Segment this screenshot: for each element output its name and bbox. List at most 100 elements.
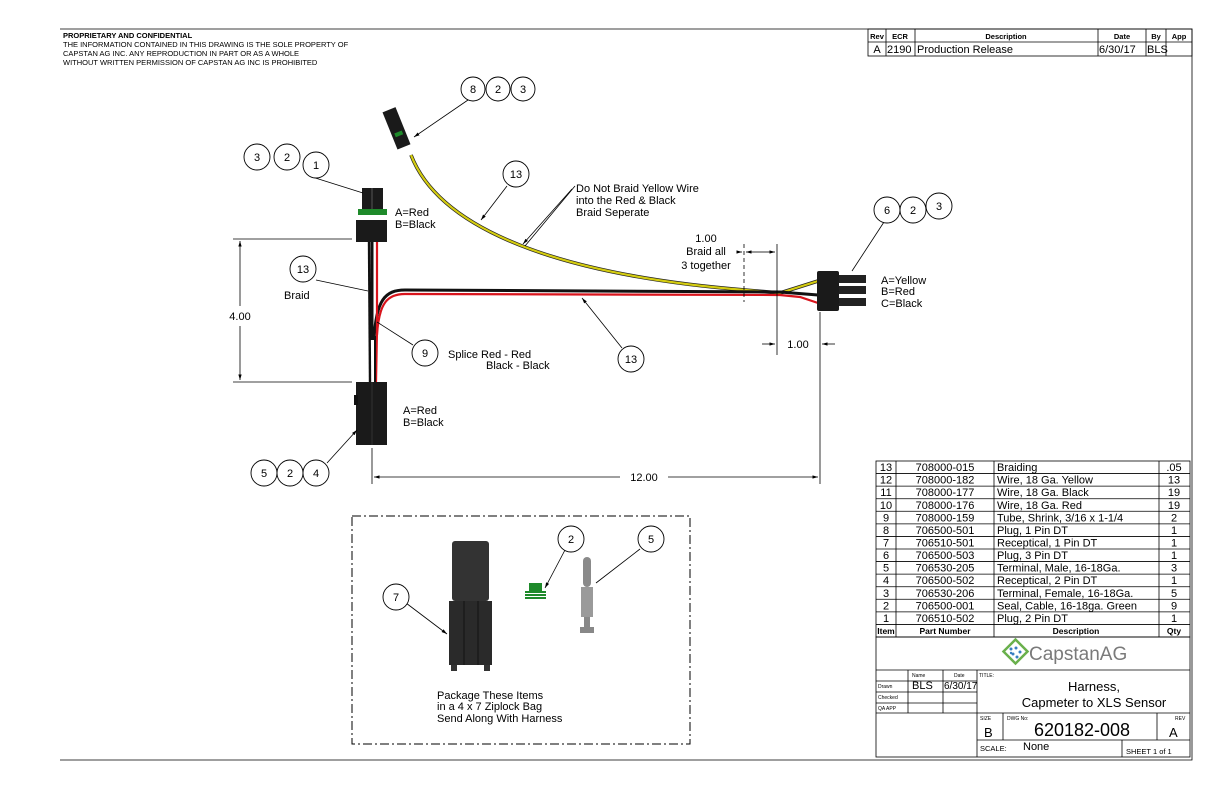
bom-cell: Wire, 18 Ga. Yellow [997,475,1093,487]
name-label: Name [912,673,926,679]
bom-cell: 10 [880,500,892,512]
notice-line: WITHOUT WRITTEN PERMISSION OF CAPSTAN AG… [63,58,318,67]
bom-cell: Plug, 2 Pin DT [997,613,1068,625]
balloon-yellow-braid: 13 [510,169,522,181]
bom-cell: 13 [1168,475,1180,487]
braid-label: Braid [284,290,310,302]
capstan-logo: CapstanAG [1001,637,1127,666]
rev-header-date: Date [1114,32,1130,41]
bom-cell: 13 [880,462,892,474]
rev-date: 6/30/17 [1099,44,1136,56]
rev-header-by: By [1151,32,1161,41]
balloon-pkg-terminal: 5 [648,534,654,546]
bom-cell: Wire, 18 Ga. Red [997,500,1082,512]
sheet-number: SHEET 1 of 1 [1126,747,1172,756]
bom-cell: 5 [1171,588,1177,600]
connector-3pin-plug [817,271,866,311]
bom-cell: Terminal, Female, 16-18Ga. [997,588,1133,600]
terminal-male-part [580,557,594,633]
bom-cell: 7 [883,538,889,550]
rev-header-description: Description [985,32,1027,41]
bom-cell: 706500-503 [916,550,975,562]
rev-label: REV [1175,716,1186,722]
balloon-group-conn8: 8 2 3 [460,76,536,102]
dim-end: 1.00 [787,339,808,351]
braid-all-note: Braid all [686,246,726,258]
bom-header: Part Number [919,626,971,636]
black-wire-drop [367,241,372,383]
bom-cell: Wire, 18 Ga. Black [997,487,1089,499]
dim-vertical: 4.00 [229,311,250,323]
rev-header-rev: Rev [870,32,885,41]
dwg-label: DWG No: [1007,716,1028,722]
bom-cell: 3 [1171,563,1177,575]
balloon: 2 [284,152,290,164]
bom-cell: 1 [1171,525,1177,537]
notice-line: THE INFORMATION CONTAINED IN THIS DRAWIN… [63,40,349,49]
black-wire-main [370,242,819,341]
leader-lines [308,99,885,635]
bom-cell: 708000-159 [916,512,975,524]
bom-cell: 9 [1171,600,1177,612]
bom-cell: 19 [1168,487,1180,499]
conn6-pin-b: B=Red [881,286,915,298]
checked-label: Checked [878,695,898,701]
dimension-lines [233,238,835,484]
rev-ecr: 2190 [887,44,911,56]
bom-cell: 2 [883,600,889,612]
bom-cell: 1 [1171,538,1177,550]
conn1-pin-b: B=Black [395,219,436,231]
bom-cell: 5 [883,563,889,575]
rev-by: BLS [1147,44,1168,56]
logo-text: CapstanAG [1029,644,1127,665]
size-label: SIZE [980,716,992,722]
bom-cell: Braiding [997,462,1037,474]
package-note: Package These Items [437,690,544,702]
bom-cell: 708000-182 [916,475,975,487]
balloon: 6 [884,205,890,217]
braid-all-dim: 1.00 [695,233,716,245]
conn4-pin-a: A=Red [403,405,437,417]
balloon: 3 [520,84,526,96]
drawing-title: Harness, [1068,679,1120,694]
balloon-group-conn1: 3 2 1 [243,143,330,179]
connector-1pin-plug [382,107,411,150]
yellow-note: into the Red & Black [576,195,676,207]
drawn-name: BLS [912,680,933,692]
bom-cell: Plug, 1 Pin DT [997,525,1068,537]
bom-cell: 706500-501 [916,525,975,537]
bom-cell: 1 [883,613,889,625]
bom-header: Item [877,626,895,636]
package-note: in a 4 x 7 Ziplock Bag [437,701,542,713]
yellow-note: Do Not Braid Yellow Wire [576,183,699,195]
bom-cell: Seal, Cable, 16-18ga. Green [997,600,1137,612]
title-label: TITLE: [979,673,994,679]
balloon: 3 [936,201,942,213]
balloon: 4 [313,468,319,480]
package-box [351,515,691,745]
rev-value: A [1169,725,1178,740]
balloon-left-braid: 13 [297,264,309,276]
bom-cell: 1 [1171,613,1177,625]
bom-cell: 708000-176 [916,500,975,512]
bom-cell: 708000-015 [916,462,975,474]
balloon-splice: 9 [422,348,428,360]
receptacle-1pin-part [449,541,492,671]
red-wire-main [374,242,819,383]
conn4-pin-b: B=Black [403,417,444,429]
connector-2pin-plug [356,188,387,242]
bom-cell: 706530-206 [916,588,975,600]
yellow-note: Braid Seperate [576,207,649,219]
bom-cell: 706530-205 [916,563,975,575]
bom-cell: 9 [883,512,889,524]
scale-label: SCALE: [980,744,1007,753]
balloon: 3 [254,152,260,164]
balloon-pkg-receptacle: 7 [393,592,399,604]
